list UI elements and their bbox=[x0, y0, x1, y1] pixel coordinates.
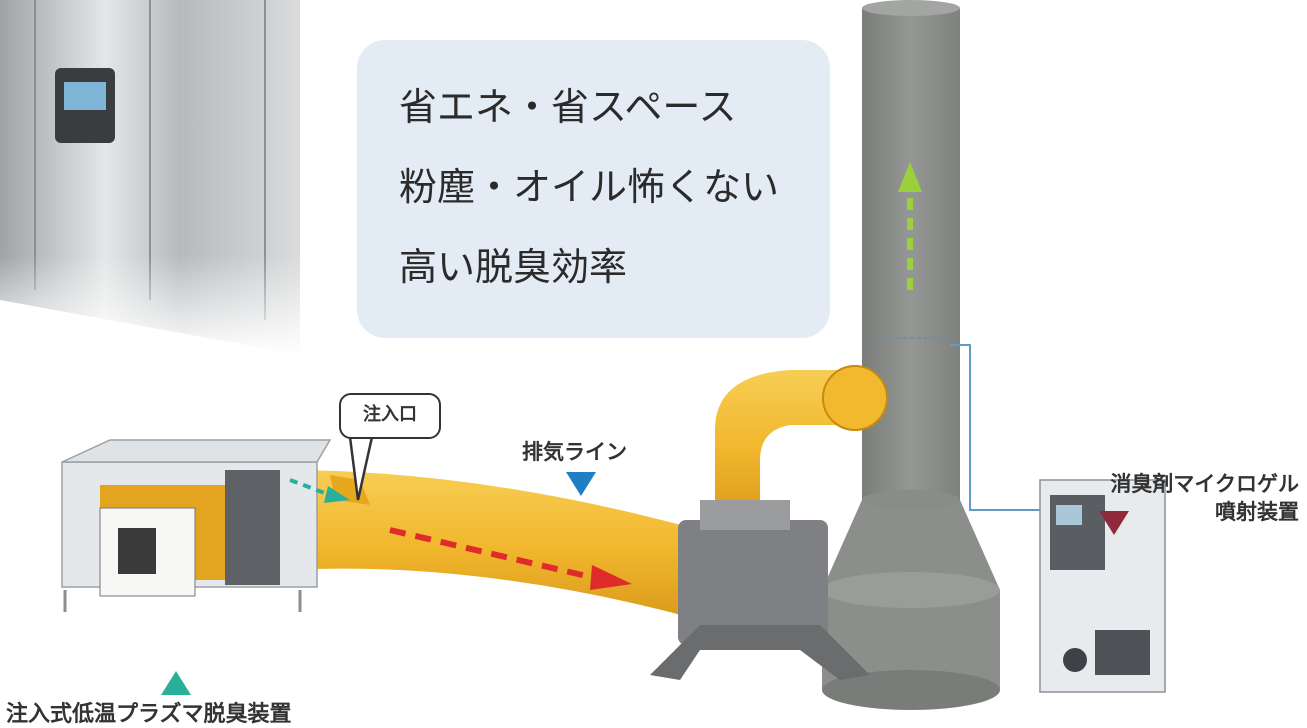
exhaust-line-marker bbox=[566, 472, 596, 496]
teal-flow-arrow bbox=[289, 478, 350, 503]
feature-deodorize: 高い脱臭効率 bbox=[399, 245, 628, 289]
feature-dust-oil: 粉塵・オイル怖くない bbox=[399, 165, 780, 209]
plasma-device-label: 注入式低温プラズマ脱臭装置 bbox=[6, 702, 292, 727]
gel-feed-line bbox=[950, 344, 1045, 511]
gel-device-marker bbox=[1099, 511, 1129, 535]
green-flow-arrow bbox=[898, 162, 922, 290]
features-box: 省エネ・省スペース 粉塵・オイル怖くない 高い脱臭効率 bbox=[357, 40, 830, 338]
main-duct bbox=[285, 470, 700, 620]
inlet-callout: 注入口 bbox=[339, 393, 441, 439]
blower bbox=[650, 500, 870, 680]
gel-device-label-line1: 消臭剤マイクロゲル bbox=[1110, 472, 1299, 496]
exhaust-line-label: 排気ライン bbox=[522, 440, 627, 464]
feature-energy-space: 省エネ・省スペース bbox=[399, 85, 737, 129]
red-flow-arrow bbox=[389, 527, 632, 590]
gel-device-label-line2: 噴射装置 bbox=[1215, 500, 1299, 524]
exhaust-stack bbox=[822, 0, 1000, 710]
cabinet-photo bbox=[0, 0, 300, 355]
elbow-pipe bbox=[715, 365, 888, 520]
inlet-callout-pointer bbox=[348, 436, 374, 501]
plasma-device-marker bbox=[161, 671, 191, 695]
plasma-device bbox=[61, 439, 332, 612]
